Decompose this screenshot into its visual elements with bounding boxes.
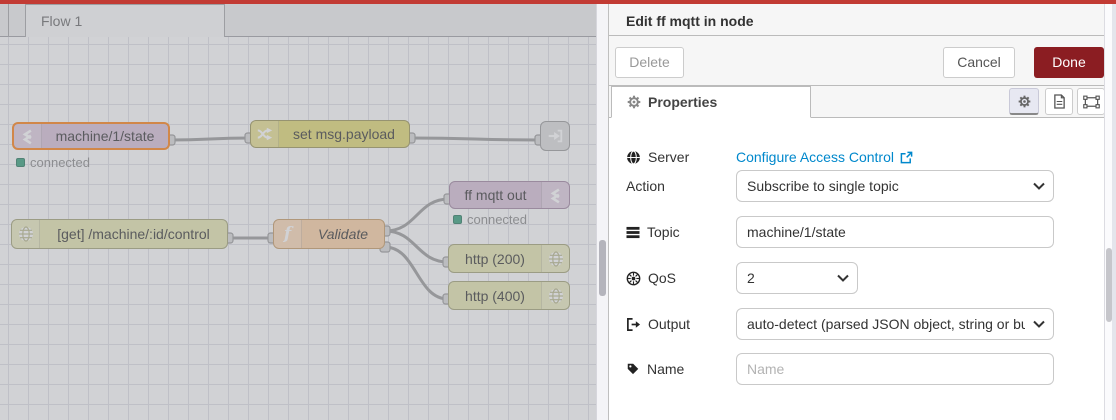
qos-select[interactable]: 2 — [736, 262, 858, 294]
node-label: machine/1/state — [55, 128, 155, 144]
output-row: Output auto-detect (parsed JSON object, … — [609, 308, 1105, 340]
name-label: Name — [626, 353, 684, 385]
node-link-out[interactable] — [540, 121, 570, 151]
tray-toolbar: Delete Cancel Done — [609, 36, 1105, 86]
action-select[interactable]: Subscribe to single topic — [736, 170, 1054, 202]
server-label: Server — [626, 141, 689, 173]
mqtt-in-status: connected — [16, 155, 90, 170]
tray-header: Edit ff mqtt in node — [609, 4, 1105, 36]
topic-label: Topic — [626, 216, 680, 248]
wire-change-to-link[interactable] — [408, 136, 542, 142]
tray-title: Edit ff mqtt in node — [626, 13, 754, 29]
node-label: [get] /machine/:id/control — [57, 226, 210, 242]
sign-out-icon — [626, 317, 641, 332]
output-label: Output — [626, 308, 690, 340]
document-icon — [1053, 94, 1066, 109]
node-mqtt-in[interactable]: machine/1/state — [12, 122, 170, 150]
app-top-bar — [0, 0, 1116, 4]
mqtt-icon — [541, 182, 569, 208]
gear-icon — [1018, 95, 1031, 108]
server-row: Server Configure Access Control — [609, 141, 1105, 173]
topic-input[interactable] — [736, 216, 1054, 248]
mqtt-out-status: connected — [453, 212, 527, 227]
globe-icon — [541, 245, 569, 272]
wire-mqtt-to-change[interactable] — [168, 136, 252, 142]
tab-bar-divider — [8, 4, 9, 37]
status-dot-icon — [16, 158, 25, 167]
configure-server-link[interactable]: Configure Access Control — [736, 141, 1054, 173]
topic-row: Topic — [609, 216, 1105, 248]
function-icon: f — [274, 220, 302, 248]
tag-icon — [626, 362, 640, 376]
flow-tab-label: Flow 1 — [41, 13, 83, 29]
wire-function-to-http200[interactable] — [383, 229, 450, 264]
mqtt-icon — [14, 124, 42, 148]
node-label: ff mqtt out — [464, 187, 527, 203]
properties-section-button[interactable] — [1009, 88, 1039, 115]
node-label: http (200) — [465, 250, 525, 267]
link-out-icon — [541, 122, 569, 150]
cancel-button[interactable]: Cancel — [943, 47, 1015, 78]
node-http-response-400[interactable]: http (400) — [448, 281, 570, 310]
node-function-validate[interactable]: f Validate — [273, 219, 385, 249]
flow-tab-bar: Flow 1 — [0, 4, 596, 38]
workspace-scrollbar-thumb[interactable] — [599, 240, 606, 296]
edit-node-tray: Edit ff mqtt in node Delete Cancel Done … — [608, 4, 1105, 420]
gear-icon — [627, 95, 641, 109]
globe-icon — [12, 220, 40, 248]
tasks-icon — [626, 226, 640, 239]
flow-workspace: Flow 1 — [0, 4, 596, 420]
node-change[interactable]: set msg.payload — [250, 120, 410, 148]
qos-row: QoS 2 — [609, 262, 1105, 294]
action-label: Action — [626, 178, 665, 194]
tray-scrollbar[interactable] — [1104, 4, 1112, 420]
globe-icon — [541, 282, 569, 309]
status-text: connected — [467, 212, 527, 227]
object-group-icon — [1082, 95, 1100, 109]
name-row: Name — [609, 353, 1105, 385]
workspace-scrollbar[interactable] — [596, 4, 608, 420]
done-button[interactable]: Done — [1034, 47, 1104, 78]
window-right-edge — [1112, 4, 1116, 420]
node-label: Validate — [317, 226, 369, 242]
properties-tab-label: Properties — [648, 94, 718, 110]
tab-properties[interactable]: Properties — [611, 86, 811, 118]
status-text: connected — [30, 155, 90, 170]
node-label: set msg.payload — [293, 126, 395, 142]
action-row: Action Subscribe to single topic — [609, 170, 1105, 202]
node-label: http (400) — [465, 287, 525, 304]
node-mqtt-out[interactable]: ff mqtt out — [449, 181, 570, 209]
name-input[interactable] — [736, 353, 1054, 385]
wire-function-to-http400[interactable] — [383, 245, 450, 301]
status-dot-icon — [453, 215, 462, 224]
output-select[interactable]: auto-detect (parsed JSON object, string … — [736, 308, 1054, 340]
tray-tab-row: Properties — [609, 86, 1105, 118]
node-http-response-200[interactable]: http (200) — [448, 244, 570, 273]
tray-form: Server Configure Access Control Action S… — [609, 118, 1105, 420]
delete-button[interactable]: Delete — [615, 47, 684, 78]
description-section-button[interactable] — [1045, 88, 1073, 115]
globe-icon — [626, 150, 641, 165]
wire-function-to-mqtt-out[interactable] — [383, 197, 451, 233]
empire-icon — [626, 271, 641, 286]
external-link-icon — [900, 151, 913, 164]
appearance-section-button[interactable] — [1077, 88, 1105, 115]
node-http-in[interactable]: [get] /machine/:id/control — [11, 219, 228, 249]
tab-flow-1[interactable]: Flow 1 — [25, 4, 225, 38]
qos-label: QoS — [626, 262, 676, 294]
shuffle-icon — [251, 121, 279, 147]
tray-scrollbar-thumb[interactable] — [1106, 248, 1112, 322]
